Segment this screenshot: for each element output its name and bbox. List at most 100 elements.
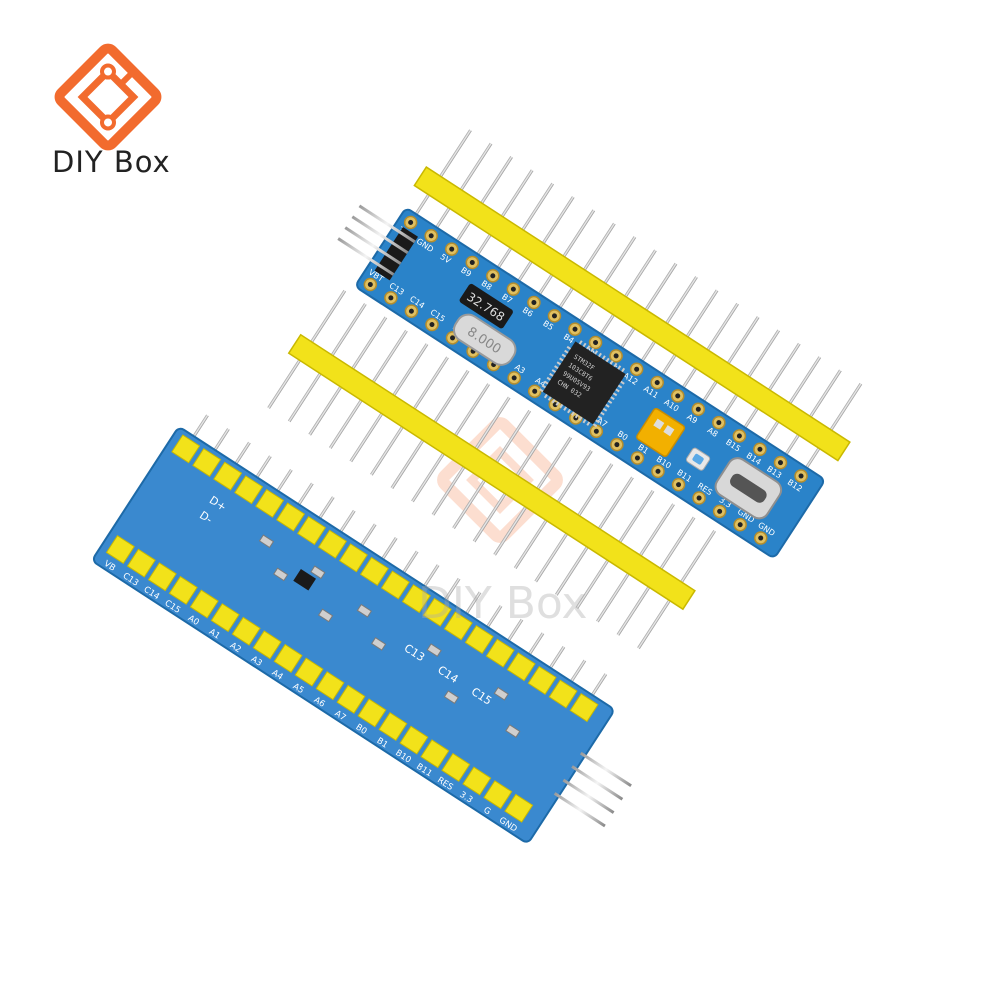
pad-hole: [798, 473, 804, 479]
chip-pin: [578, 340, 583, 345]
swd-pin: [579, 751, 632, 788]
chip-pin: [582, 418, 587, 424]
header-block: [462, 766, 492, 796]
header-block: [126, 548, 156, 578]
chip-pin: [620, 380, 625, 385]
chip-pin: [570, 411, 575, 416]
header-block: [527, 665, 557, 695]
chip-pin: [555, 401, 560, 406]
header-block: [210, 603, 240, 633]
pad-hole: [676, 482, 682, 488]
brand-logo: [54, 43, 162, 151]
header-block: [213, 461, 243, 491]
chip-pin: [559, 403, 564, 409]
chip-pin: [546, 376, 552, 381]
smd-component: [258, 534, 275, 549]
pad-hole: [593, 428, 599, 434]
chip-pin: [539, 388, 544, 393]
header-block: [168, 575, 198, 605]
chip-pin: [541, 384, 547, 389]
chip-pin: [605, 403, 610, 408]
chip-pin: [543, 393, 548, 399]
pad-hole: [449, 246, 455, 252]
smd-component: [370, 637, 387, 651]
chip-pin: [554, 365, 559, 370]
chip-pin: [564, 349, 569, 354]
swd-pin: [337, 237, 395, 276]
header-block: [252, 630, 282, 660]
chip-pin: [586, 345, 591, 350]
chip-pin: [615, 388, 620, 393]
header-block: [441, 752, 471, 782]
reset-button: [685, 447, 711, 471]
pad-hole: [490, 273, 496, 279]
swd-pin-header: [337, 204, 419, 281]
pad-hole: [531, 300, 537, 306]
chip-pin: [551, 398, 556, 404]
pad-hole: [737, 522, 743, 528]
header-block: [255, 488, 285, 518]
pad-hole: [716, 420, 722, 426]
pad-hole: [757, 446, 763, 452]
header-block: [294, 657, 324, 687]
pad-hole: [634, 455, 640, 461]
chip-pin: [590, 347, 595, 353]
pad-hole: [532, 388, 538, 394]
header-block: [401, 584, 431, 614]
usb-c-port: [714, 457, 783, 520]
header-block: [273, 643, 303, 673]
pad-hole: [758, 535, 764, 541]
header-block: [338, 543, 368, 573]
chip-pin: [578, 416, 583, 421]
brand-name: DIY Box: [52, 145, 171, 179]
chip-pin: [617, 365, 622, 370]
header-block: [548, 679, 578, 709]
smd-component: [356, 603, 372, 618]
header-block: [147, 562, 177, 592]
pad-hole: [654, 380, 660, 386]
smd-component: [273, 567, 289, 582]
pad-hole: [388, 295, 394, 301]
header-block: [315, 671, 345, 701]
swd-pin: [358, 204, 416, 244]
header-block: [422, 597, 452, 627]
pad-hole: [613, 353, 619, 359]
chip-pin: [609, 360, 614, 365]
regulator-chip: [293, 568, 316, 591]
svg-text:D-: D-: [197, 509, 215, 527]
chip-pin: [551, 369, 557, 373]
pad-hole: [696, 495, 702, 501]
pad-hole: [429, 322, 435, 328]
smd-component: [310, 565, 326, 580]
chip-pin: [607, 400, 613, 404]
header-block: [234, 475, 264, 505]
swd-pin: [344, 226, 402, 265]
pad-hole: [428, 233, 434, 239]
pad-hole: [593, 340, 599, 346]
pad-hole: [367, 282, 373, 288]
pad-hole: [736, 433, 742, 439]
chip-pin: [544, 380, 549, 385]
smd-component: [317, 608, 334, 623]
swd-pin: [562, 778, 615, 814]
chip-pin: [563, 406, 568, 411]
chip-pin: [610, 396, 615, 401]
header-block: [359, 556, 389, 586]
header-block: [399, 725, 429, 755]
chip-pin: [594, 350, 599, 355]
header-block: [506, 652, 536, 682]
chip-pin: [621, 367, 626, 373]
chip-pin: [592, 423, 598, 428]
chip-pin: [556, 361, 562, 366]
pad-hole: [408, 219, 414, 225]
header-block: [569, 693, 599, 723]
boot-jumper: [636, 407, 686, 457]
pad-hole: [695, 406, 701, 412]
crystal-large: 8.000: [453, 313, 517, 366]
pad-hole: [450, 335, 456, 341]
header-block: [380, 570, 410, 600]
chip-pin: [566, 345, 572, 350]
header-block: [443, 611, 473, 641]
smd-component: [493, 686, 509, 701]
chip-pin: [617, 384, 623, 389]
